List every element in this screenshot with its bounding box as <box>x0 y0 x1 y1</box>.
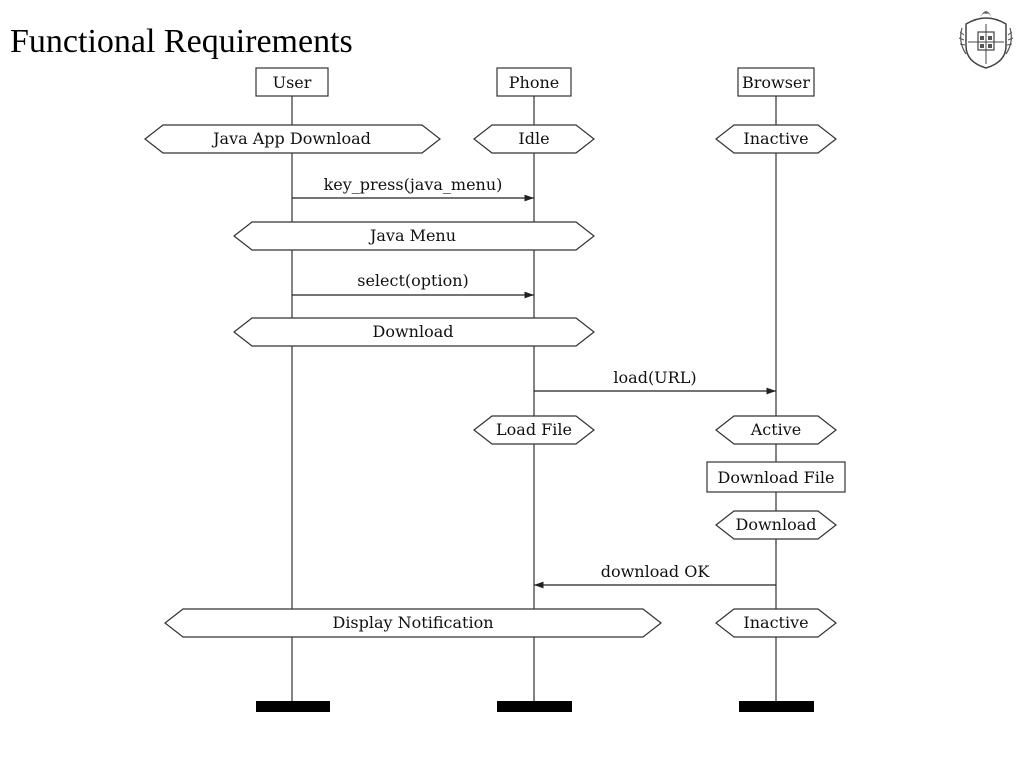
svg-text:download OK: download OK <box>601 562 711 581</box>
message-load-url: load(URL) <box>534 368 776 395</box>
lifeline-head-user: User <box>255 67 329 97</box>
lifeline-label-phone: Phone <box>509 73 559 92</box>
state-java-app-download: Java App Download <box>144 124 441 154</box>
state-browser-inactive: Inactive <box>715 124 837 154</box>
state-load-file: Load File <box>473 415 595 445</box>
lifeline-label-user: User <box>273 73 312 92</box>
svg-text:Idle: Idle <box>518 129 549 148</box>
svg-text:load(URL): load(URL) <box>613 368 696 387</box>
svg-text:Inactive: Inactive <box>743 613 808 632</box>
lifeline-end-phone <box>497 701 572 712</box>
lifeline-end-user <box>256 701 330 712</box>
university-crest-icon <box>958 11 1014 69</box>
state-browser-download: Download <box>715 510 837 540</box>
state-display-notification: Display Notification <box>164 608 662 638</box>
action-download-file: Download File <box>706 461 846 493</box>
svg-text:Download: Download <box>373 322 454 341</box>
state-browser-inactive-end: Inactive <box>715 608 837 638</box>
message-select-option: select(option) <box>292 271 534 299</box>
svg-text:Download: Download <box>736 515 817 534</box>
svg-text:Active: Active <box>750 420 802 439</box>
svg-text:Java App Download: Java App Download <box>211 129 371 148</box>
state-download: Download <box>233 317 595 347</box>
lifeline-head-phone: Phone <box>496 67 572 97</box>
lifeline-end-browser <box>739 701 814 712</box>
message-key-press: key_press(java_menu) <box>292 175 534 202</box>
state-phone-idle: Idle <box>473 124 595 154</box>
svg-text:key_press(java_menu): key_press(java_menu) <box>324 175 503 194</box>
svg-text:Java Menu: Java Menu <box>368 226 456 245</box>
svg-text:Display Notification: Display Notification <box>332 613 493 632</box>
svg-text:Download File: Download File <box>718 468 835 487</box>
svg-text:select(option): select(option) <box>357 271 469 290</box>
slide-title: Functional Requirements <box>10 23 353 60</box>
message-download-ok: download OK <box>534 562 776 589</box>
lifeline-head-browser: Browser <box>737 67 815 97</box>
lifeline-label-browser: Browser <box>742 73 810 92</box>
svg-text:Inactive: Inactive <box>743 129 808 148</box>
state-java-menu: Java Menu <box>233 221 595 251</box>
state-browser-active: Active <box>715 415 837 445</box>
svg-text:Load File: Load File <box>496 420 572 439</box>
